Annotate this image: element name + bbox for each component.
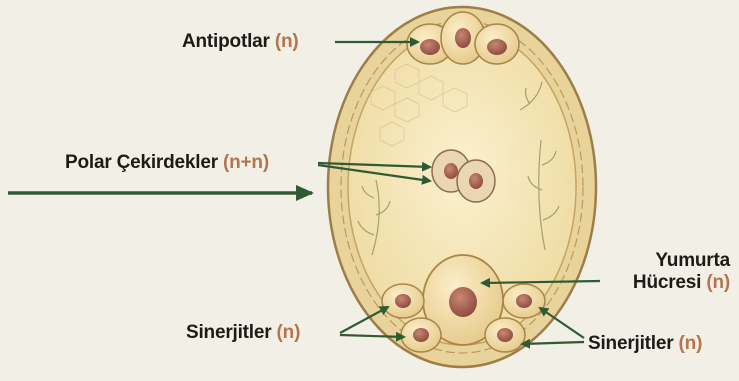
- synergids-left-label-text: Sinerjitler: [186, 322, 271, 343]
- synergids-right-ploidy: (n): [679, 333, 703, 354]
- egg-cell-label-line1: Yumurta: [604, 250, 730, 272]
- egg-cell-ploidy: (n): [706, 272, 730, 293]
- label-synergids-left: Sinerjitler (n): [186, 322, 300, 344]
- antipodals-ploidy: (n): [275, 31, 299, 52]
- polar-nuclei-label-text: Polar Çekirdekler: [65, 152, 218, 173]
- label-polar-nuclei: Polar Çekirdekler (n+n): [65, 152, 269, 174]
- antipodals-label-text: Antipotlar: [182, 31, 270, 52]
- label-synergids-right: Sinerjitler (n): [588, 333, 702, 355]
- label-egg-cell: Yumurta Hücresi (n): [604, 250, 730, 294]
- synergids-left-ploidy: (n): [277, 322, 301, 343]
- polar-nuclei-ploidy: (n+n): [223, 152, 269, 173]
- egg-cell-label-line2: Hücresi: [633, 272, 701, 293]
- label-antipodals: Antipotlar (n): [182, 31, 298, 53]
- synergids-right-label-text: Sinerjitler: [588, 333, 673, 354]
